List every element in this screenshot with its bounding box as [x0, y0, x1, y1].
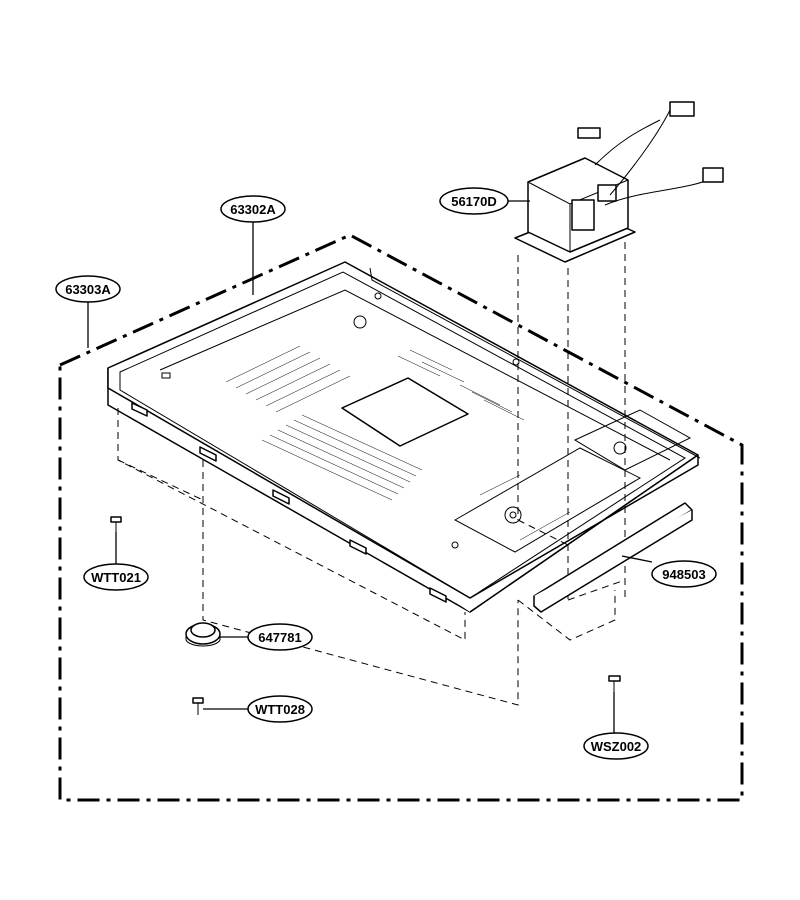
center-grille	[341, 377, 469, 447]
part-number-text: WTT028	[255, 702, 305, 717]
part-label-WTT028: WTT028	[247, 695, 313, 723]
part-label-63303A: 63303A	[55, 275, 121, 303]
screw-wtt028	[192, 697, 204, 715]
foot-tab	[429, 587, 447, 603]
part-label-948503: 948503	[651, 560, 717, 588]
part-number-text: 56170D	[451, 194, 497, 209]
connector-icon	[702, 167, 724, 183]
foot-tab	[272, 489, 290, 505]
part-number-text: 63302A	[230, 202, 276, 217]
leader-948503	[621, 555, 653, 563]
vent-slots	[225, 345, 571, 541]
part-number-text: 647781	[258, 630, 301, 645]
base-plate	[107, 261, 701, 613]
part-number-text: 948503	[662, 567, 705, 582]
part-label-56170D: 56170D	[439, 187, 509, 215]
screw-wsz002	[608, 675, 621, 692]
part-number-text: 63303A	[65, 282, 111, 297]
part-label-WTT021: WTT021	[83, 563, 149, 591]
screw-wtt021	[110, 516, 122, 532]
gasket-strip-part	[533, 502, 693, 613]
part-label-63302A: 63302A	[220, 195, 286, 223]
part-label-WSZ002: WSZ002	[583, 732, 649, 760]
foot-tab	[349, 539, 367, 555]
mount-bracket	[453, 447, 642, 553]
rubber-foot-647781	[185, 622, 221, 647]
foot-tab	[131, 402, 148, 417]
assembly-boundary	[58, 233, 744, 802]
connector-icon	[577, 127, 601, 139]
transformer-part	[514, 101, 724, 263]
part-number-text: WTT021	[91, 570, 141, 585]
connector-icon	[669, 101, 695, 117]
foot-tab	[199, 446, 217, 462]
part-label-647781: 647781	[247, 623, 313, 651]
part-number-text: WSZ002	[591, 739, 642, 754]
